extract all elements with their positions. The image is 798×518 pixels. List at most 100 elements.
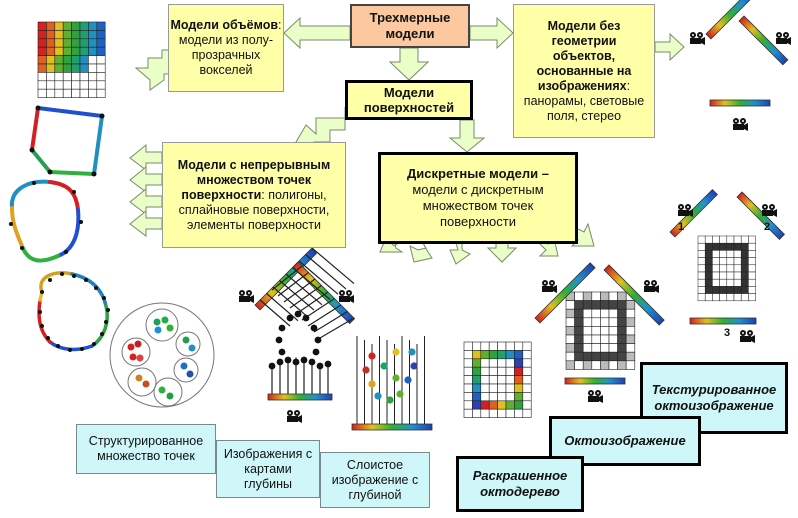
octo-cell bbox=[463, 358, 473, 368]
octo-cell bbox=[505, 366, 515, 376]
octo-cell bbox=[505, 341, 515, 351]
octree-cell bbox=[600, 291, 610, 301]
voxel-cell bbox=[79, 38, 89, 48]
voxel-cell bbox=[54, 55, 64, 65]
octree-cell bbox=[608, 308, 618, 319]
voxel-cell bbox=[88, 63, 98, 73]
octree-cell bbox=[582, 343, 593, 353]
voxel-cell bbox=[54, 80, 64, 90]
depth-point bbox=[275, 336, 283, 344]
depth-ray bbox=[289, 285, 322, 309]
octo-cell bbox=[488, 408, 498, 418]
depth-images-figure bbox=[239, 247, 356, 423]
numbered-cell bbox=[748, 257, 756, 266]
image-based-figure bbox=[690, 0, 791, 131]
ldi-point bbox=[404, 376, 412, 384]
voxel-cell bbox=[88, 30, 98, 40]
ldi-point bbox=[374, 392, 382, 400]
camera-label-1: 1 bbox=[677, 221, 685, 233]
numbered-cell bbox=[704, 293, 713, 302]
voxel-cell bbox=[37, 55, 47, 65]
octree-cell bbox=[591, 360, 601, 370]
octree-cell bbox=[608, 343, 618, 353]
depth-point bbox=[284, 356, 292, 364]
depth-point bbox=[302, 314, 310, 322]
depth-point bbox=[294, 310, 302, 318]
image-based-desc: панорамы, световые поля, стерео bbox=[523, 93, 645, 123]
ldi-bar bbox=[351, 423, 433, 431]
octree-cell bbox=[617, 360, 627, 370]
octree-cell bbox=[565, 300, 575, 310]
numbered-cell bbox=[719, 257, 728, 266]
numbered-cell bbox=[733, 278, 742, 287]
octo-cell bbox=[514, 350, 524, 360]
octo-cell bbox=[472, 392, 482, 402]
numbered-cell bbox=[733, 293, 742, 302]
octree-bars bbox=[534, 262, 665, 403]
octo-cell bbox=[480, 392, 490, 402]
depth-ray bbox=[259, 299, 291, 327]
octree-cell bbox=[608, 326, 618, 336]
octree-cell bbox=[600, 334, 610, 344]
octoimage-node: Октоизображение bbox=[549, 416, 701, 466]
numbered-cell bbox=[726, 286, 735, 294]
structured-point-set-figure bbox=[109, 302, 215, 408]
numbered-cell bbox=[697, 286, 706, 294]
octree-cell bbox=[600, 300, 610, 310]
octo-cell bbox=[514, 400, 524, 410]
arrow-image-out bbox=[654, 32, 685, 62]
depth-images-node: Изображения с картами глубины bbox=[216, 440, 320, 498]
surfel-point bbox=[102, 296, 106, 300]
depth-ray bbox=[292, 267, 331, 300]
octree-cell bbox=[600, 326, 610, 336]
numbered-cell bbox=[740, 264, 749, 273]
octo-cell bbox=[505, 408, 515, 418]
octo-cell bbox=[497, 341, 507, 351]
numbered-cell bbox=[712, 264, 720, 273]
octree-cell bbox=[625, 343, 636, 353]
voxel-cell bbox=[46, 72, 56, 82]
voxel-cell bbox=[79, 63, 89, 73]
surfel-point bbox=[92, 342, 96, 346]
image-based-node: Модели без геометрии объектов, основанны… bbox=[513, 4, 655, 138]
depth-point bbox=[278, 348, 286, 356]
discrete-desc: модели с дискретным множеством точек пов… bbox=[412, 182, 544, 229]
numbered-cell bbox=[719, 235, 728, 244]
voxel-cell bbox=[88, 46, 98, 56]
depth-ray bbox=[266, 293, 299, 322]
octo-cell bbox=[463, 350, 473, 360]
numbered-cell bbox=[740, 293, 749, 302]
numbered-cell bbox=[697, 264, 706, 273]
octree-cell bbox=[625, 326, 636, 336]
voxel-cell bbox=[54, 63, 64, 73]
voxel-cell bbox=[96, 30, 106, 40]
voxel-cell bbox=[62, 72, 72, 82]
surfel-point bbox=[80, 347, 84, 351]
octree-cell bbox=[565, 308, 575, 319]
numbered-cell bbox=[726, 257, 735, 266]
octree-cell bbox=[565, 317, 575, 327]
voxel-grid-figure bbox=[37, 21, 106, 98]
octo-cell bbox=[522, 350, 532, 360]
arrow-root-to-surface bbox=[388, 47, 430, 81]
numbered-cell bbox=[740, 271, 749, 280]
octree-cell bbox=[574, 343, 584, 353]
voxel-cell bbox=[88, 88, 98, 98]
octo-cell bbox=[480, 400, 490, 410]
numbered-cell bbox=[697, 278, 706, 287]
camera-label-3: 3 bbox=[723, 327, 731, 339]
ldi-point bbox=[368, 352, 376, 360]
numbered-cell bbox=[697, 257, 706, 266]
voxel-cell bbox=[79, 80, 89, 90]
numbered-cell bbox=[719, 242, 728, 251]
depth-point bbox=[276, 358, 284, 366]
numbered-cell bbox=[740, 250, 749, 258]
voxel-cell bbox=[37, 46, 47, 56]
octo-cell bbox=[488, 341, 498, 351]
octree-cell bbox=[574, 300, 584, 310]
octree-cell bbox=[574, 360, 584, 370]
depth-point bbox=[278, 324, 286, 332]
arrow-continuous-2 bbox=[129, 165, 163, 193]
octo-cell bbox=[488, 375, 498, 385]
